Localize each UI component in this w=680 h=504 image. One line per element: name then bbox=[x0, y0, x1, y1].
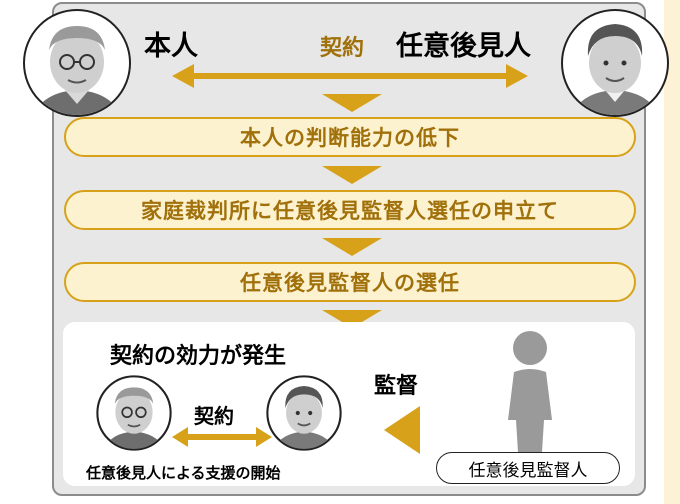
elderly-principal-small-avatar bbox=[96, 375, 172, 451]
supervisor-label-box: 任意後見監督人 bbox=[436, 452, 620, 484]
guardian-avatar bbox=[560, 8, 670, 118]
supervisor-silhouette-icon bbox=[500, 330, 560, 452]
supervision-arrow bbox=[384, 406, 420, 454]
side-strip bbox=[664, 0, 680, 504]
bottom-contract-label: 契約 bbox=[194, 404, 234, 428]
step-capacity-decline: 本人の判断能力の低下 bbox=[64, 117, 636, 157]
bottom-contract-double-arrow bbox=[172, 426, 272, 448]
contract-double-arrow bbox=[172, 62, 528, 90]
elderly-principal-avatar bbox=[22, 8, 132, 118]
principal-label: 本人 bbox=[144, 31, 198, 62]
supervisor-label: 任意後見監督人 bbox=[468, 460, 588, 481]
flow-arrow-3 bbox=[322, 238, 382, 256]
top-contract-label: 契約 bbox=[320, 36, 365, 61]
support-caption: 任意後見人による支援の開始 bbox=[86, 464, 281, 482]
effect-title: 契約の効力が発生 bbox=[110, 344, 287, 369]
supervision-label: 監督 bbox=[374, 374, 419, 399]
flow-arrow-1 bbox=[322, 94, 382, 112]
guardian-small-avatar bbox=[266, 375, 342, 451]
step-court-petition: 家庭裁判所に任意後見監督人選任の申立て bbox=[64, 190, 636, 230]
flow-arrow-2 bbox=[322, 166, 382, 184]
guardian-label: 任意後見人 bbox=[396, 31, 531, 62]
step-supervisor-appointed: 任意後見監督人の選任 bbox=[64, 262, 636, 302]
